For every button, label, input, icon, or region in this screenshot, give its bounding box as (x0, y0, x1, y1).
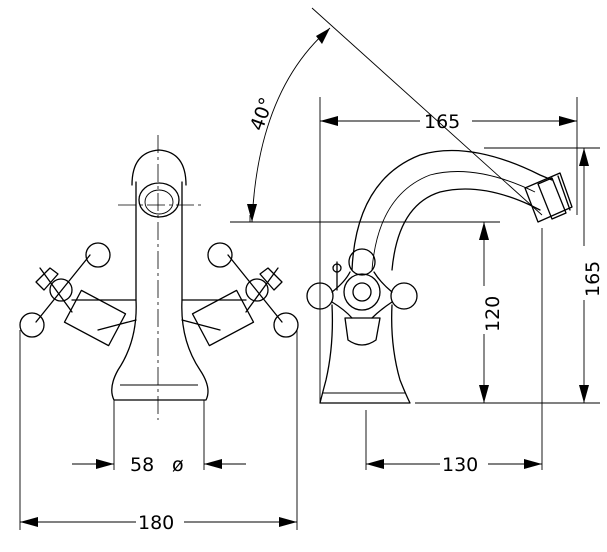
spout-outer-curve (351, 149, 553, 271)
spout-outlet-inner (144, 189, 174, 215)
side-handle-knob-right (390, 282, 418, 310)
base-dim-arrow-right (204, 459, 222, 469)
base-depth-label: 130 (442, 454, 478, 476)
side-body (319, 304, 411, 404)
right-handle-knob-bottom (273, 312, 299, 338)
right-handle-indicator (259, 267, 283, 291)
base-diameter-label: 58 (130, 454, 154, 476)
left-cross-handle (19, 242, 111, 338)
spout-head (131, 149, 187, 186)
total-width-label: 180 (138, 512, 174, 534)
total-height-label: 165 (582, 261, 604, 297)
spout-reach-label: 165 (424, 111, 460, 133)
side-handle-hub-inner (352, 282, 372, 302)
front-view: 58 ø 180 (19, 135, 299, 534)
angle-arrow-top (316, 28, 330, 44)
left-handle-hub (49, 278, 73, 302)
height-dim-arrow-bottom (579, 385, 589, 403)
side-valve-body (344, 317, 381, 346)
lift-rod-knob (332, 263, 342, 273)
side-cross-handle (306, 248, 418, 346)
left-handle-knob-bottom (19, 312, 45, 338)
swivel-angle-line (311, 7, 543, 216)
spout-height-arrow-bottom (479, 385, 489, 403)
right-handle-hub (245, 278, 269, 302)
spout-centerline-curve (371, 171, 536, 271)
diameter-symbol: ø (172, 454, 184, 476)
right-valve-body (191, 289, 255, 347)
left-handle-indicator (35, 267, 59, 291)
faucet-body (111, 181, 209, 401)
right-cross-handle (207, 242, 299, 338)
side-view: 40° 165 165 120 130 (230, 7, 604, 476)
spout-height-arrow-top (479, 222, 489, 240)
spout-height-label: 120 (482, 296, 504, 332)
spout-inner-curve (391, 188, 541, 271)
spout-nozzle (524, 172, 573, 223)
depth-dim-arrow-left (366, 459, 384, 469)
spout-outlet (138, 182, 180, 218)
depth-dim-arrow-right (524, 459, 542, 469)
side-handle-hub-outer (343, 273, 381, 311)
reach-dim-arrow-left (320, 116, 338, 126)
right-handle-knob-top (207, 242, 233, 268)
width-dim-arrow-left (20, 517, 38, 527)
right-valve-arm (181, 299, 247, 331)
reach-dim-arrow-right (559, 116, 577, 126)
swivel-angle-label: 40° (246, 95, 278, 134)
base-dim-arrow-left (96, 459, 114, 469)
width-dim-arrow-right (279, 517, 297, 527)
left-handle-knob-top (85, 242, 111, 268)
left-valve-body (63, 289, 127, 347)
left-valve-arm (71, 299, 137, 331)
height-dim-arrow-top (579, 148, 589, 166)
side-handle-knob-top (348, 248, 376, 276)
swivel-angle-arc (251, 27, 331, 223)
side-handle-arms (331, 271, 393, 319)
angle-arrow-bottom (247, 204, 257, 222)
